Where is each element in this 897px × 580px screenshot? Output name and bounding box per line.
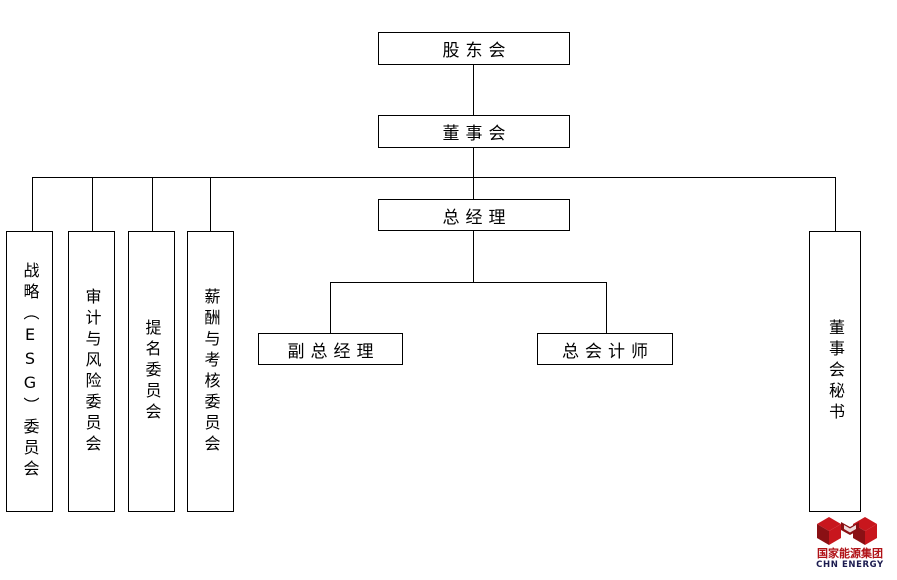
node-chief-accountant[interactable]: 总会计师 xyxy=(537,333,673,365)
node-deputy-general-manager-label: 副总经理 xyxy=(287,341,380,362)
node-board-of-directors[interactable]: 董事会 xyxy=(378,115,570,148)
node-chief-accountant-label: 总会计师 xyxy=(562,341,654,362)
connector-general-manager-bus xyxy=(330,282,607,283)
connector-general-manager-stem xyxy=(473,231,474,282)
node-audit-risk-committee-label: 审计与风险委员会 xyxy=(82,287,102,456)
node-board-secretary[interactable]: 董事会秘书 xyxy=(809,231,861,512)
node-remuneration-appraisal-committee[interactable]: 薪酬与考核委员会 xyxy=(187,231,234,512)
connector-bus-to-remuneration-committee xyxy=(210,177,211,231)
chn-energy-mark-icon xyxy=(817,516,883,546)
node-nomination-committee[interactable]: 提名委员会 xyxy=(128,231,175,512)
connector-bus-to-strategy-esg-committee xyxy=(32,177,33,231)
node-strategy-esg-committee-label: 战略（ESG）委员会 xyxy=(20,262,40,481)
connector-bus-to-nomination-committee xyxy=(152,177,153,231)
node-strategy-esg-committee[interactable]: 战略（ESG）委员会 xyxy=(6,231,53,512)
node-remuneration-appraisal-committee-label: 薪酬与考核委员会 xyxy=(201,287,221,456)
node-general-manager-label: 总经理 xyxy=(442,207,512,228)
node-deputy-general-manager[interactable]: 副总经理 xyxy=(258,333,403,365)
node-shareholders-meeting[interactable]: 股东会 xyxy=(378,32,570,65)
node-shareholders-meeting-label: 股东会 xyxy=(442,41,512,61)
node-board-of-directors-label: 董事会 xyxy=(442,124,512,144)
node-board-secretary-label: 董事会秘书 xyxy=(826,319,845,424)
connector-bus-to-board-secretary xyxy=(835,177,836,231)
connector-bus-to-general-manager xyxy=(473,177,474,199)
connector-board-stem xyxy=(473,148,474,177)
connector-board-bus xyxy=(32,177,836,178)
logo-english-name: CHN ENERGY xyxy=(816,560,884,571)
company-logo: 国家能源集团 CHN ENERGY xyxy=(806,516,894,576)
connector-bus-to-audit-risk-committee xyxy=(92,177,93,231)
connector-shareholders-to-board xyxy=(473,65,474,115)
connector-bus-to-deputy-general-manager xyxy=(330,282,331,333)
node-nomination-committee-label: 提名委员会 xyxy=(142,319,162,424)
logo-chinese-name: 国家能源集团 xyxy=(817,547,883,560)
connector-bus-to-chief-accountant xyxy=(606,282,607,333)
node-general-manager[interactable]: 总经理 xyxy=(378,199,570,231)
node-audit-risk-committee[interactable]: 审计与风险委员会 xyxy=(68,231,115,512)
